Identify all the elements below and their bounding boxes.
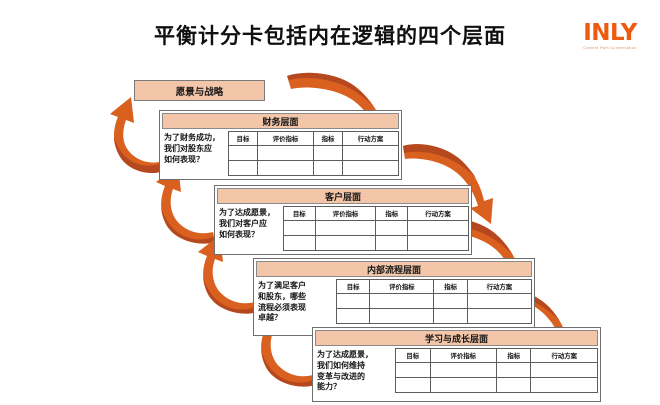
cell[interactable] [257,160,314,176]
arrow-up-left-1 [110,97,160,174]
table-header-row: 目标 评价指标 指标 行动方案 [227,131,399,146]
cell[interactable] [407,235,469,251]
panel-body-learning-growth: 为了达成愿景， 我们如何维持 变革与改进的 能力？ 目标 评价指标 指标 行动方… [315,348,598,393]
cell[interactable] [342,160,399,176]
panel-internal-process: 内部流程层面 为了满足客户 和股东，哪些 流程必须表现 卓越？ 目标 评价指标 … [253,258,535,336]
scorecard-table-internal-process: 目标 评价指标 指标 行动方案 [335,279,533,324]
cell[interactable] [466,293,533,309]
panel-customer: 客户层面 为了达成愿景， 我们对客户应 如何表现？ 目标 评价指标 指标 行动方… [214,185,472,255]
col-header-targets: 指标 [375,206,409,221]
table-row [335,308,533,324]
col-header-initiatives: 行动方案 [407,206,469,221]
cell[interactable] [283,235,316,251]
page-title: 平衡计分卡包括内在逻辑的四个层面 [154,24,506,48]
panel-question-customer: 为了达成愿景， 我们对客户应 如何表现？ [219,207,275,239]
col-header-measures: 评价指标 [257,131,314,146]
col-header-targets: 指标 [433,279,468,294]
panel-question-learning-growth: 为了达成愿景， 我们如何维持 变革与改进的 能力？ [317,349,373,392]
cell[interactable] [429,362,497,378]
panel-question-financial: 为了财务成功， 我们对股东应 如何表现？ [164,132,220,164]
table-header-row: 目标 评价指标 指标 行动方案 [335,279,533,294]
panel-financial: 财务层面 为了财务成功， 我们对股东应 如何表现？ 目标 评价指标 指标 行动方… [159,110,402,180]
cell[interactable] [375,235,409,251]
cell[interactable] [369,293,435,309]
cell[interactable] [312,145,344,161]
table-row [283,235,469,251]
cell[interactable] [530,377,598,393]
table-row [395,377,598,393]
cell[interactable] [312,160,344,176]
cell[interactable] [227,160,259,176]
scorecard-table-financial: 目标 评价指标 指标 行动方案 [227,131,399,176]
logo-wordmark: INLY [583,20,637,46]
table-row [227,145,399,161]
cell[interactable] [407,220,469,236]
panel-body-customer: 为了达成愿景， 我们对客户应 如何表现？ 目标 评价指标 指标 行动方案 [217,206,469,251]
cell[interactable] [395,362,431,378]
vision-strategy-label: 愿景与战略 [175,86,224,98]
panel-header-learning-growth: 学习与成长层面 [315,330,598,346]
scorecard-table-customer: 目标 评价指标 指标 行动方案 [283,206,469,251]
col-header-initiatives: 行动方案 [530,348,598,363]
table-header-row: 目标 评价指标 指标 行动方案 [283,206,469,221]
cell[interactable] [429,377,497,393]
col-header-measures: 评价指标 [369,279,435,294]
cell[interactable] [495,377,532,393]
col-header-initiatives: 行动方案 [466,279,533,294]
cell[interactable] [369,308,435,324]
col-header-initiatives: 行动方案 [342,131,399,146]
cell[interactable] [283,220,316,236]
cell[interactable] [495,362,532,378]
cell[interactable] [257,145,314,161]
col-header-objectives: 目标 [395,348,431,363]
cell[interactable] [433,293,468,309]
cell[interactable] [342,145,399,161]
cell[interactable] [335,308,371,324]
cell[interactable] [314,235,377,251]
cell[interactable] [314,220,377,236]
logo-tagline: Content Path Conversation [583,45,637,51]
panel-learning-growth: 学习与成长层面 为了达成愿景， 我们如何维持 变革与改进的 能力？ 目标 评价指… [312,327,601,402]
col-header-targets: 指标 [495,348,532,363]
panel-question-internal-process: 为了满足客户 和股东，哪些 流程必须表现 卓越？ [258,280,306,323]
cell[interactable] [466,308,533,324]
table-row [395,362,598,378]
panel-body-internal-process: 为了满足客户 和股东，哪些 流程必须表现 卓越？ 目标 评价指标 指标 行动方案 [256,279,533,324]
vision-strategy-box: 愿景与战略 [134,80,265,101]
col-header-measures: 评价指标 [429,348,497,363]
cell[interactable] [375,220,409,236]
col-header-targets: 指标 [312,131,344,146]
table-header-row: 目标 评价指标 指标 行动方案 [395,348,598,363]
table-row [283,220,469,236]
table-row [227,160,399,176]
col-header-objectives: 目标 [283,206,316,221]
panel-body-financial: 为了财务成功， 我们对股东应 如何表现？ 目标 评价指标 指标 行动方案 [162,131,399,176]
logo: INLY Content Path Conversation [574,22,646,50]
col-header-measures: 评价指标 [314,206,377,221]
col-header-objectives: 目标 [335,279,371,294]
cell[interactable] [530,362,598,378]
col-header-objectives: 目标 [227,131,259,146]
panel-header-customer: 客户层面 [217,188,469,204]
cell[interactable] [395,377,431,393]
cell[interactable] [227,145,259,161]
panel-header-internal-process: 内部流程层面 [256,261,532,277]
cell[interactable] [433,308,468,324]
cell[interactable] [335,293,371,309]
table-row [335,293,533,309]
panel-header-financial: 财务层面 [162,113,399,129]
scorecard-table-learning-growth: 目标 评价指标 指标 行动方案 [395,348,598,393]
